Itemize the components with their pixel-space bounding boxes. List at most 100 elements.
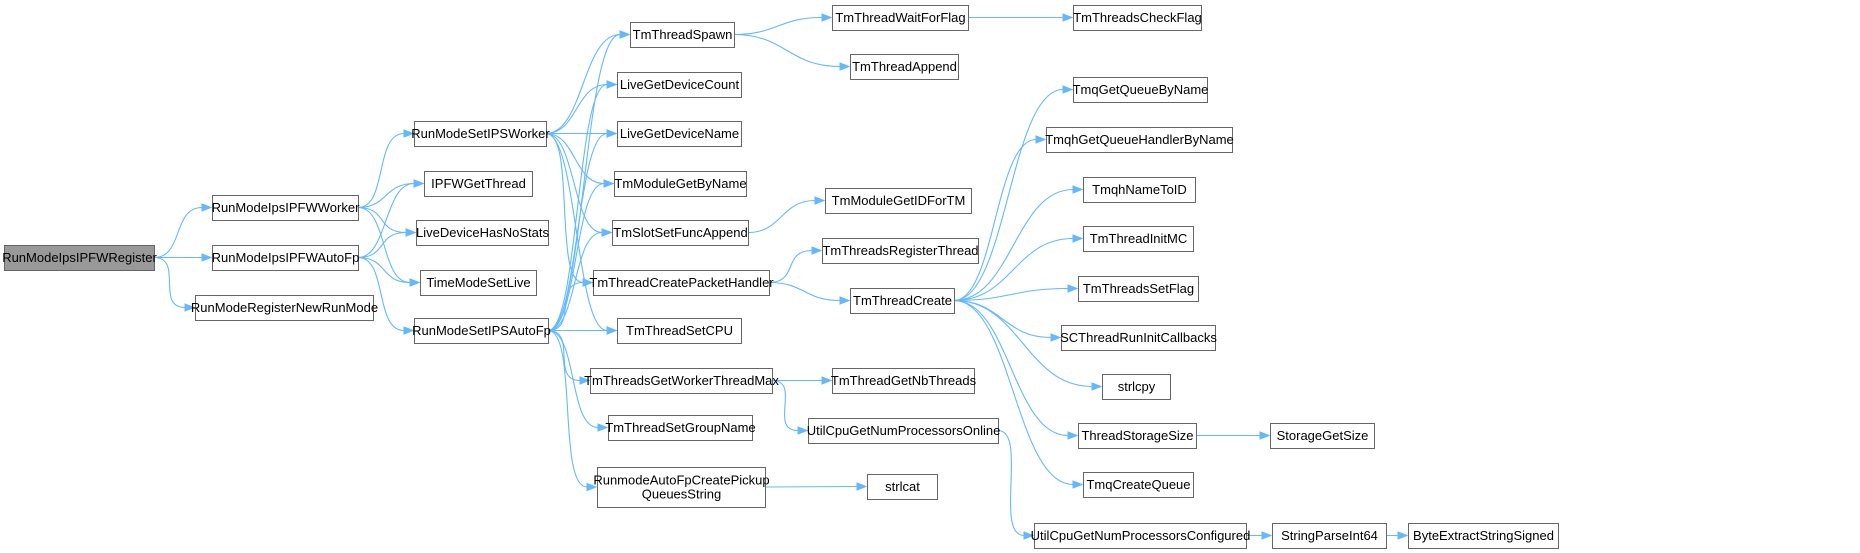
node-run-mode-ips-ipfw-worker[interactable]: RunModeIpsIPFWWorker (212, 195, 361, 221)
node-box (825, 188, 972, 214)
node-tmqh-name-to-id[interactable]: TmqhNameToID (1083, 177, 1196, 203)
arrowhead-icon (184, 303, 196, 312)
edge-run-mode-set-ips-worker-to-tm-thread-spawn (545, 33, 621, 135)
node-tm-threads-register-thread[interactable]: TmThreadsRegisterThread (822, 238, 979, 264)
node-run-mode-register-new-run-mode[interactable]: RunModeRegisterNewRunMode (191, 295, 378, 321)
node-tm-thread-create-packet-handler[interactable]: TmThreadCreatePacketHandler (589, 270, 774, 296)
node-label: RunmodeAutoFpCreatePickup (593, 473, 769, 488)
node-label: TmThreadsSetFlag (1083, 281, 1194, 296)
node-box (630, 22, 735, 48)
node-string-parse-int64[interactable]: StringParseInt64 (1272, 523, 1387, 549)
node-box (1061, 325, 1216, 351)
node-label: UtilCpuGetNumProcessorsConfigured (1031, 528, 1251, 543)
node-tmqh-get-queue-handler-by-name[interactable]: TmqhGetQueueHandlerByName (1045, 127, 1234, 153)
node-box (608, 415, 753, 441)
node-live-get-device-count[interactable]: LiveGetDeviceCount (617, 72, 742, 98)
node-box (1046, 127, 1233, 153)
arrowhead-icon (413, 179, 425, 188)
edge-tm-thread-create-packet-handler-to-tm-thread-create (768, 281, 841, 302)
node-label: ThreadStorageSize (1081, 428, 1193, 443)
edge-tm-threads-get-worker-thread-max-to-util-cpu-get-num-processors-online (771, 379, 799, 432)
node-live-get-device-name[interactable]: LiveGetDeviceName (617, 121, 742, 147)
node-label: TmThreadsRegisterThread (822, 243, 978, 258)
arrowhead-icon (1062, 13, 1074, 22)
arrowhead-icon (601, 228, 613, 237)
node-label: TmqhGetQueueHandlerByName (1045, 132, 1234, 147)
node-tm-threads-set-flag[interactable]: TmThreadsSetFlag (1078, 276, 1199, 302)
node-run-mode-ips-ipfw-register[interactable]: RunModeIpsIPFWRegister (2, 245, 157, 271)
node-tm-thread-spawn[interactable]: TmThreadSpawn (630, 22, 735, 48)
edge-run-mode-set-ips-auto-fp-to-tm-slot-set-func-append (547, 231, 603, 332)
node-util-cpu-get-num-processors-configured[interactable]: UtilCpuGetNumProcessorsConfigured (1031, 523, 1251, 549)
node-tmq-create-queue[interactable]: TmqCreateQueue (1083, 472, 1194, 498)
node-time-mode-set-live[interactable]: TimeModeSetLive (420, 270, 537, 296)
node-tm-thread-init-mc[interactable]: TmThreadInitMC (1083, 226, 1194, 252)
node-tm-thread-set-cpu[interactable]: TmThreadSetCPU (617, 318, 742, 344)
edge-run-mode-ips-ipfw-auto-fp-to-live-device-has-no-stats (357, 231, 407, 259)
edge-run-mode-set-ips-auto-fp-to-tm-threads-get-worker-thread-max (547, 329, 581, 382)
arrowhead-icon (839, 62, 851, 71)
node-tm-thread-set-group-name[interactable]: TmThreadSetGroupName (605, 415, 756, 441)
node-box (212, 245, 359, 271)
node-util-cpu-get-num-processors-online[interactable]: UtilCpuGetNumProcessorsOnline (807, 418, 1001, 444)
node-label: TmThreadSetCPU (626, 323, 733, 338)
node-label: strlcat (885, 479, 920, 494)
edge-run-mode-set-ips-auto-fp-to-live-get-device-name (547, 132, 608, 332)
arrowhead-icon (201, 253, 213, 262)
node-box (617, 121, 742, 147)
node-tm-thread-get-nb-threads[interactable]: TmThreadGetNbThreads (831, 368, 977, 394)
node-run-mode-set-ips-worker[interactable]: RunModeSetIPSWorker (411, 121, 550, 147)
node-tm-thread-append[interactable]: TmThreadAppend (850, 54, 959, 80)
node-label: TmThreadWaitForFlag (835, 10, 965, 25)
node-label: UtilCpuGetNumProcessorsOnline (807, 423, 1001, 438)
node-thread-storage-size[interactable]: ThreadStorageSize (1078, 423, 1197, 449)
arrowhead-icon (1072, 234, 1084, 243)
arrowhead-icon (619, 30, 631, 39)
node-sc-thread-run-init-callbacks[interactable]: SCThreadRunInitCallbacks (1060, 325, 1217, 351)
node-ipfw-get-thread[interactable]: IPFWGetThread (424, 171, 533, 197)
node-tm-slot-set-func-append[interactable]: TmSlotSetFuncAppend (612, 220, 749, 246)
node-run-mode-ips-ipfw-auto-fp[interactable]: RunModeIpsIPFWAutoFp (212, 245, 360, 271)
node-tm-thread-create[interactable]: TmThreadCreate (850, 288, 955, 314)
arrowhead-icon (811, 246, 823, 255)
node-strlcat[interactable]: strlcat (867, 474, 938, 500)
node-label: TmThreadCreate (853, 293, 952, 308)
node-tm-module-get-by-name[interactable]: TmModuleGetByName (614, 171, 747, 197)
arrowhead-icon (1072, 185, 1084, 194)
node-storage-get-size[interactable]: StorageGetSize (1270, 423, 1375, 449)
node-box (590, 368, 773, 394)
arrowhead-icon (1397, 531, 1409, 540)
node-box (832, 5, 969, 31)
edge-run-mode-ips-ipfw-worker-to-ipfw-get-thread (357, 182, 415, 209)
edge-tm-thread-spawn-to-tm-thread-append (733, 33, 841, 68)
node-box (808, 418, 999, 444)
arrowhead-icon (597, 423, 609, 432)
arrowhead-icon (1067, 284, 1079, 293)
node-tm-threads-check-flag[interactable]: TmThreadsCheckFlag (1073, 5, 1202, 31)
node-box (1083, 226, 1194, 252)
edge-tm-thread-create-packet-handler-to-tm-threads-register-thread (768, 249, 813, 284)
node-live-device-has-no-stats[interactable]: LiveDeviceHasNoStats (416, 220, 549, 246)
node-strlcpy[interactable]: strlcpy (1102, 374, 1171, 400)
node-label: TmThreadCreatePacketHandler (589, 275, 774, 290)
node-label: LiveGetDeviceName (620, 126, 739, 141)
node-label: TmModuleGetByName (614, 176, 746, 191)
node-label: RunModeSetIPSAutoFp (412, 323, 551, 338)
node-label: RunModeRegisterNewRunMode (191, 300, 378, 315)
edge-run-mode-set-ips-auto-fp-to-tm-thread-create-packet-handler (547, 281, 584, 332)
node-byte-extract-string-signed[interactable]: ByteExtractStringSigned (1408, 523, 1559, 549)
edge-tm-slot-set-func-append-to-tm-module-get-id-for-tm (747, 199, 816, 234)
node-label: TmModuleGetIDForTM (832, 193, 966, 208)
node-run-mode-set-ips-auto-fp[interactable]: RunModeSetIPSAutoFp (412, 318, 551, 344)
node-label: TmqhNameToID (1092, 182, 1187, 197)
node-tm-threads-get-worker-thread-max[interactable]: TmThreadsGetWorkerThreadMax (584, 368, 779, 394)
node-tm-module-get-id-for-tm[interactable]: TmModuleGetIDForTM (825, 188, 972, 214)
arrowhead-icon (1023, 531, 1035, 540)
node-tmq-get-queue-by-name[interactable]: TmqGetQueueByName (1073, 77, 1209, 103)
node-box (1408, 523, 1559, 549)
edge-run-mode-set-ips-auto-fp-to-runmode-auto-fp-create-pickup-queues-string (547, 329, 588, 488)
node-tm-thread-wait-for-flag[interactable]: TmThreadWaitForFlag (832, 5, 969, 31)
node-label: strlcpy (1118, 379, 1156, 394)
node-label: TmThreadsCheckFlag (1073, 10, 1202, 25)
